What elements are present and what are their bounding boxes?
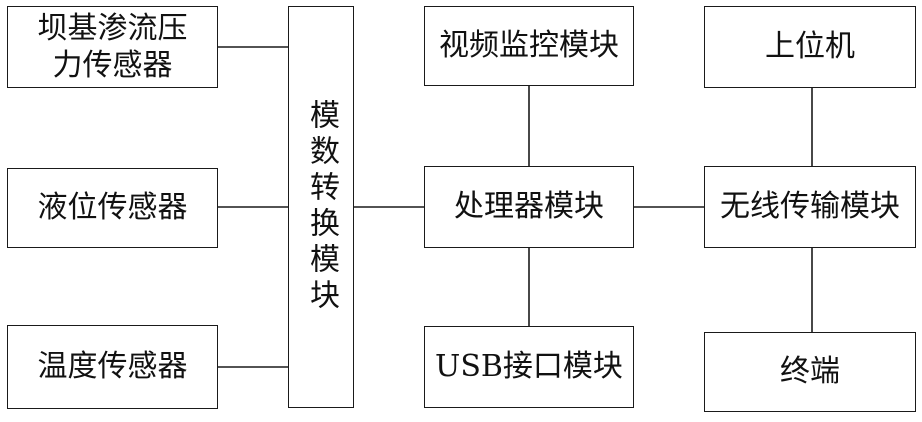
- wireless-transmission-module-label: 无线传输模块: [720, 188, 900, 226]
- adc-module-box: 模数转换模块: [288, 6, 354, 408]
- processor-module-label: 处理器模块: [454, 188, 604, 226]
- terminal-box: 终端: [704, 332, 916, 412]
- host-computer-box: 上位机: [704, 6, 916, 88]
- level-sensor-label: 液位传感器: [38, 189, 188, 227]
- video-monitor-module-label: 视频监控模块: [439, 27, 619, 65]
- adc-module-label: 模数转换模块: [306, 99, 336, 315]
- terminal-label: 终端: [780, 353, 840, 391]
- level-sensor-box: 液位传感器: [7, 168, 218, 248]
- usb-interface-module-box: USB接口模块: [424, 326, 634, 408]
- video-monitor-module-box: 视频监控模块: [424, 6, 634, 86]
- wireless-transmission-module-box: 无线传输模块: [704, 166, 916, 248]
- usb-interface-module-label: USB接口模块: [435, 348, 623, 386]
- temperature-sensor-label: 温度传感器: [38, 348, 188, 386]
- temperature-sensor-box: 温度传感器: [7, 325, 218, 409]
- dam-seepage-pressure-sensor-label: 坝基渗流压力传感器: [29, 10, 197, 85]
- processor-module-box: 处理器模块: [424, 166, 634, 248]
- dam-seepage-pressure-sensor-box: 坝基渗流压力传感器: [7, 6, 218, 88]
- host-computer-label: 上位机: [765, 28, 855, 66]
